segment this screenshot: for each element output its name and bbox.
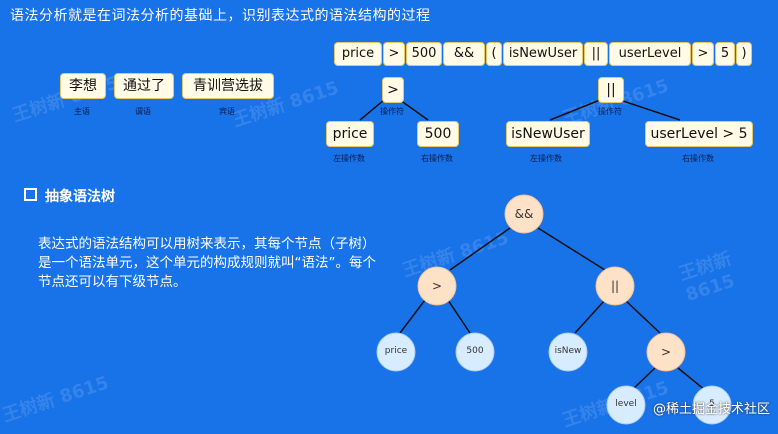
small-tree-left-right-caption: 右操作数 (421, 154, 453, 163)
caption-subject: 主语 (74, 107, 90, 116)
small-tree-left-left: price (326, 121, 374, 147)
token: > (692, 42, 714, 66)
ast-node-5 (692, 385, 732, 425)
bullet-square-icon (24, 188, 37, 201)
small-tree-left-right: 500 (417, 121, 459, 147)
token: > (383, 42, 405, 66)
ast-label-gt: > (431, 279, 443, 293)
small-tree-left-op-caption: 操作符 (380, 107, 404, 116)
token: price (334, 42, 382, 66)
ast-label-or: || (610, 279, 620, 293)
ast-node-and (504, 194, 544, 234)
small-tree-right-left-caption: 左操作数 (530, 154, 562, 163)
ast-node-isnew (548, 332, 588, 372)
small-tree-left-left-caption: 左操作数 (333, 154, 365, 163)
ast-label-gt2: > (660, 345, 672, 359)
sentence-word-subject: 李想 (60, 73, 106, 99)
small-tree-right-right: userLevel > 5 (645, 121, 753, 147)
token: || (584, 42, 608, 66)
ast-label-isnew: isNew (554, 346, 582, 356)
token: isNewUser (503, 42, 583, 66)
small-tree-right-op: || (598, 77, 624, 103)
description-paragraph: 表达式的语法结构可以用树来表示，其每个节点（子树）是一个语法单元，这个单元的构成… (38, 236, 376, 290)
ast-node-price (376, 332, 416, 372)
token: 5 (715, 42, 735, 66)
small-tree-left-op: > (382, 77, 404, 103)
ast-label-and: && (514, 207, 534, 221)
token: userLevel (609, 42, 691, 66)
ast-label-500: 500 (466, 346, 484, 356)
token: && (443, 42, 485, 66)
caption-object: 宾语 (219, 107, 235, 116)
ast-node-or (595, 266, 635, 306)
ast-label-price: price (384, 346, 408, 356)
ast-label-5: 5 (709, 399, 715, 409)
token: 500 (406, 42, 442, 66)
caption-verb: 谓语 (135, 107, 151, 116)
sentence-word-object: 青训营选拔 (182, 73, 274, 99)
section-heading: 抽象语法树 (24, 186, 115, 206)
ast-nodes (376, 194, 732, 425)
token: ( (486, 42, 502, 66)
small-tree-right-right-caption: 右操作数 (682, 154, 714, 163)
section-title: 抽象语法树 (45, 189, 115, 205)
ast-node-500 (455, 332, 495, 372)
ast-node-gt2 (646, 332, 686, 372)
small-tree-right-op-caption: 操作符 (598, 107, 622, 116)
token: ) (736, 42, 752, 66)
footer-credit: @稀土掘金技术社区 (652, 402, 770, 417)
ast-label-level: level (615, 399, 637, 409)
slide-title: 语法分析就是在词法分析的基础上，识别表达式的语法结构的过程 (10, 8, 431, 24)
ast-node-level (606, 385, 646, 425)
small-tree-right-left: isNewUser (506, 121, 590, 147)
ast-node-gt (417, 266, 457, 306)
sentence-word-verb: 通过了 (114, 73, 174, 99)
